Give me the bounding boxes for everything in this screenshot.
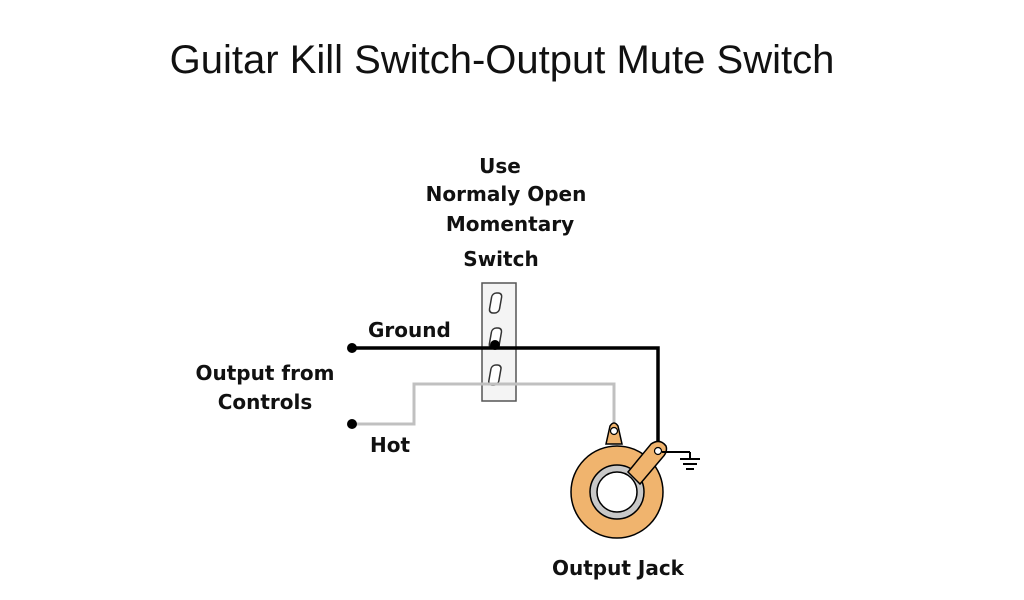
switch-note-line-2: Normaly Open [426, 182, 587, 206]
hot-wire [352, 382, 616, 428]
switch-note-line-4: Switch [463, 247, 538, 271]
diagram-title: Guitar Kill Switch-Output Mute Switch [169, 38, 835, 82]
output-from-label-line-1: Output from [195, 361, 334, 385]
output-from-label-line-2: Controls [218, 390, 313, 414]
ground-wire [352, 346, 660, 452]
switch-junction-dot [490, 340, 500, 350]
output-jack-icon [570, 422, 668, 539]
ground-label: Ground [368, 318, 451, 342]
switch-note-line-1: Use [479, 154, 521, 178]
switch-note-line-3: Momentary [446, 212, 574, 236]
ground-terminal-dot [347, 343, 357, 353]
hot-terminal-dot [347, 419, 357, 429]
output-jack-label: Output Jack [552, 556, 685, 580]
ground-symbol-icon [662, 451, 700, 470]
hot-label: Hot [370, 433, 410, 457]
